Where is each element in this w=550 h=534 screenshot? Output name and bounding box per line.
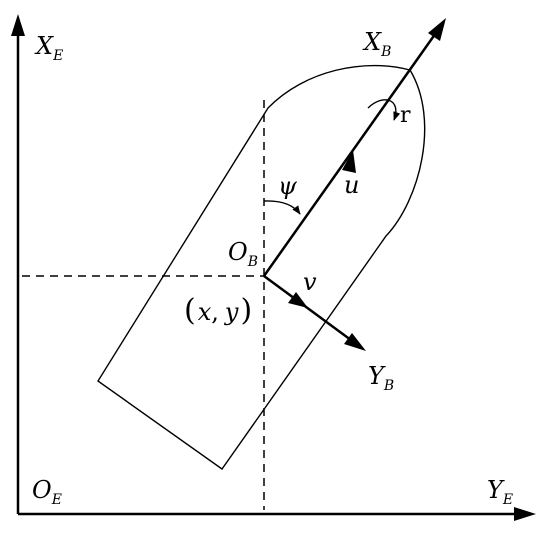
earth-x-axis [11,14,25,514]
ship-hull-outline [97,64,426,470]
earth-x-axis-label: XE [34,32,63,64]
surge-velocity-arrow [342,150,356,173]
heading-angle-label: ψ [278,172,298,200]
body-origin-label: OB [228,238,258,270]
surge-velocity-label: u [344,171,359,199]
yaw-rate-label: r [400,103,411,128]
body-y-axis [263,274,366,351]
sway-velocity-label: v [303,268,317,296]
earth-y-axis-label: YE [487,476,513,508]
earth-origin-label: OE [32,476,62,508]
earth-y-axis [18,507,536,521]
heading-angle-arc [263,200,301,215]
body-y-axis-label: YB [368,362,394,394]
yaw-rate-arc [367,99,401,121]
position-label: (x,y) [184,293,252,328]
body-x-axis-label: XB [362,28,391,60]
body-x-axis [262,18,446,277]
sway-velocity-arrow [288,292,308,308]
